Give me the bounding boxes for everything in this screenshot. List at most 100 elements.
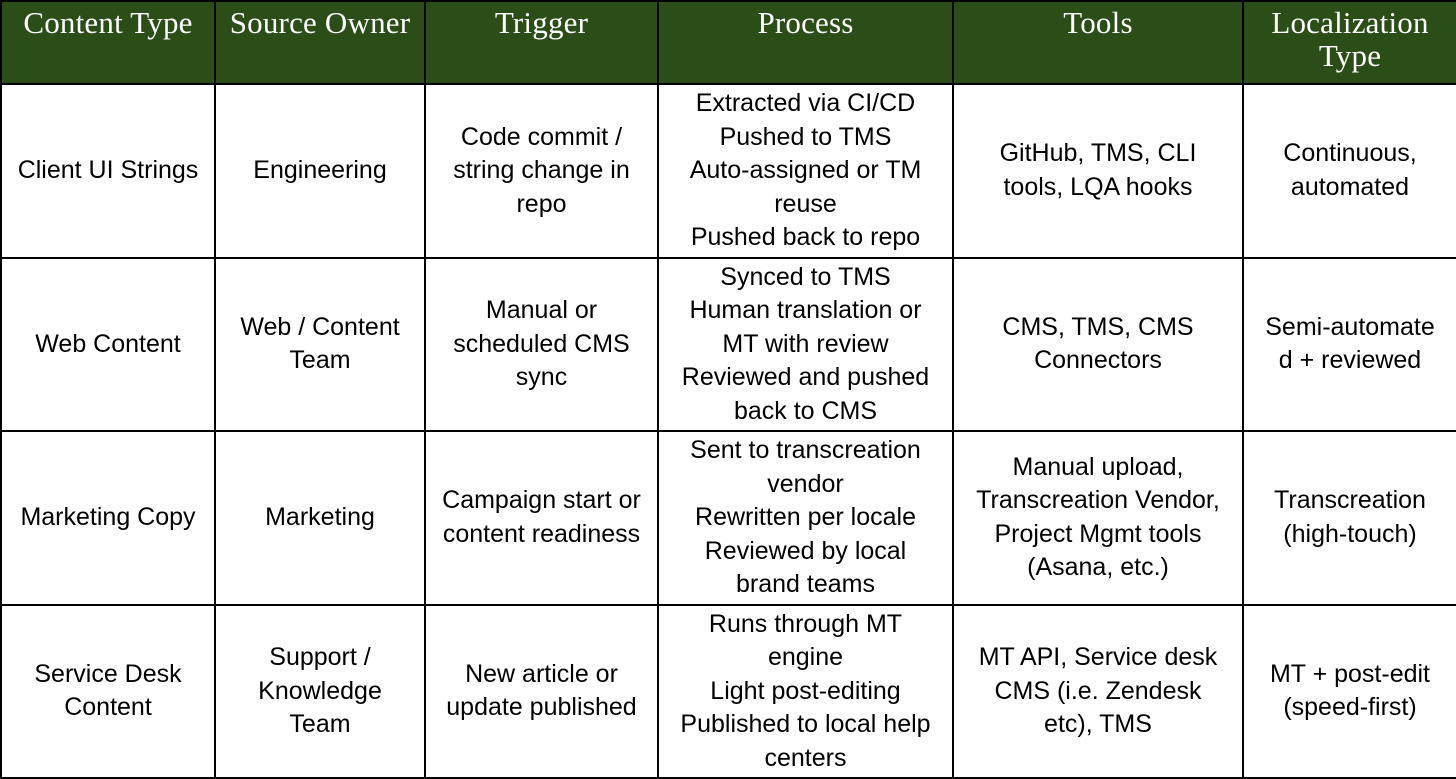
cell-text-line: Sent to transcreation [690, 436, 921, 464]
cell-text: Code commit / string change in repo [432, 121, 651, 222]
cell-text: Extracted via CI/CD Pushed to TMS Auto-ass… [665, 87, 946, 255]
cell-text: MT + post-edit (speed-first) [1250, 658, 1450, 725]
cell-text-line: MT + post-edit [1269, 659, 1431, 688]
cell-text-line: etc), TMS [1044, 710, 1152, 738]
cell-text-line: scheduled CMS [453, 329, 630, 358]
cell-text: Continuous,automated [1250, 137, 1450, 204]
cell-text-line: Support / [269, 643, 371, 671]
cell-text-line: tools, LQA hooks [1003, 172, 1193, 201]
cell-text-line: Synced to TMS [720, 262, 891, 291]
cell-text-line: Engineering [253, 156, 387, 184]
cell-text-line: Extracted via CI/CD [695, 89, 916, 117]
table-row: Marketing Copy Marketing Campaign start … [0, 430, 1456, 606]
cell-text-line: (speed-first) [1283, 693, 1417, 722]
cell-text-line: content readiness [442, 519, 641, 548]
cell-content-type: Client UI Strings [0, 83, 216, 259]
cell-localization-type: Continuous,automated [1242, 83, 1456, 259]
cell-tools: Manual upload,Transcreation Vendor,Proje… [952, 430, 1244, 606]
cell-text: Marketing Copy [8, 501, 208, 535]
cell-text-line: Semi-automate [1265, 312, 1435, 341]
cell-text-line: Web Content [35, 329, 181, 358]
cell-text: Engineering [222, 154, 418, 188]
cell-text-line: CMS, TMS, CMS [1002, 312, 1194, 341]
cell-trigger: New article or update published [424, 603, 659, 779]
cell-text-line: Campaign start or [442, 486, 641, 515]
cell-text-line: centers [764, 743, 847, 772]
table-body: Client UI Strings Engineering Code commi… [0, 83, 1456, 779]
cell-text: Web Content [8, 328, 208, 362]
header-row: Content Type Source Owner Trigger Proces… [0, 0, 1456, 85]
cell-text-line: update published [446, 693, 637, 722]
table-row: Client UI Strings Engineering Code commi… [0, 83, 1456, 259]
column-header-localization-type: Localization Type [1242, 0, 1456, 85]
cell-text-line: Rewritten per locale [695, 503, 916, 531]
cell-text-line: brand teams [736, 570, 875, 598]
cell-text-line: (high-touch) [1283, 519, 1417, 548]
cell-text: Manual upload,Transcreation Vendor,Proje… [960, 451, 1236, 585]
cell-text-line: Manual or [485, 296, 598, 324]
cell-source-owner: Marketing [214, 430, 426, 606]
cell-text-line: Marketing Copy [20, 503, 196, 531]
cell-tools: GitHub, TMS, CLI tools, LQA hooks [952, 83, 1244, 259]
cell-trigger: Campaign start or content readiness [424, 430, 659, 606]
cell-text-line: New article or [465, 659, 618, 688]
cell-text-line: Runs through MT [708, 609, 903, 638]
cell-localization-type: Transcreation(high-touch) [1242, 430, 1456, 606]
cell-text-line: Team [289, 710, 351, 738]
cell-text-line: reuse [774, 189, 837, 218]
cell-source-owner: Engineering [214, 83, 426, 259]
cell-text: Campaign start or content readiness [432, 484, 651, 551]
cell-text-line: string change in [453, 156, 630, 184]
cell-tools: CMS, TMS, CMS Connectors [952, 256, 1244, 432]
cell-content-type: Marketing Copy [0, 430, 216, 606]
cell-text-line: Reviewed and pushed [681, 363, 930, 391]
cell-text: CMS, TMS, CMS Connectors [960, 311, 1236, 378]
column-header-process: Process [657, 0, 954, 85]
cell-text-line: MT with review [722, 329, 889, 358]
cell-trigger: Manual or scheduled CMS sync [424, 256, 659, 432]
cell-text-line: vendor [767, 469, 844, 498]
cell-localization-type: MT + post-edit (speed-first) [1242, 603, 1456, 779]
cell-text-line: Pushed to TMS [719, 122, 892, 151]
cell-text-line: Continuous, [1283, 139, 1417, 168]
cell-text-line: sync [515, 363, 568, 391]
cell-text-line: Marketing [265, 503, 375, 531]
cell-text: GitHub, TMS, CLI tools, LQA hooks [960, 137, 1236, 204]
cell-text-line: Web / Content [240, 312, 400, 341]
cell-text-line: Pushed back to repo [690, 223, 921, 251]
cell-text-line: Published to local help [680, 710, 931, 738]
cell-content-type: Web Content [0, 256, 216, 432]
cell-text-line: Knowledge [258, 676, 382, 705]
cell-text-line: Team [289, 346, 351, 375]
cell-text-line: repo [516, 189, 567, 218]
cell-text-line: Client UI Strings [17, 156, 199, 184]
cell-text: Marketing [222, 501, 418, 535]
cell-text-line: Connectors [1034, 346, 1162, 375]
cell-text: Manual or scheduled CMS sync [432, 294, 651, 395]
cell-text-line: Auto-assigned or TM [689, 156, 922, 184]
cell-text-line: MT API, Service desk [978, 643, 1218, 671]
cell-process: Extracted via CI/CD Pushed to TMS Auto-ass… [657, 83, 954, 259]
cell-text-line: GitHub, TMS, CLI [999, 139, 1197, 168]
cell-text-line: (Asana, etc.) [1027, 553, 1169, 582]
cell-text-line: engine [767, 643, 844, 671]
cell-text-line: Code commit / [460, 122, 623, 151]
cell-text: Client UI Strings [8, 154, 208, 188]
